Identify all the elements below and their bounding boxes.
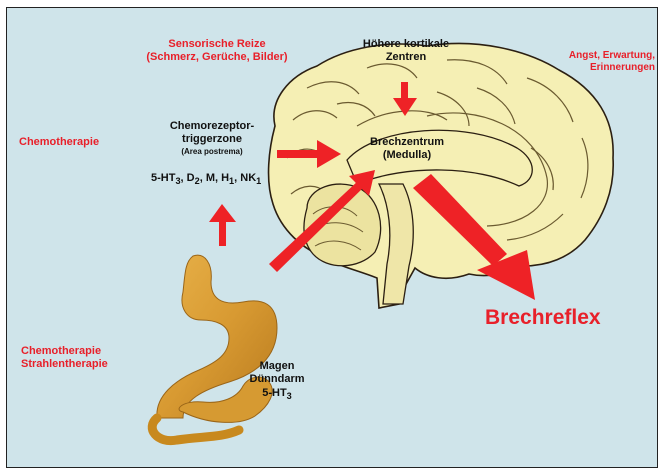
label-chemo-radiation: Chemotherapie Strahlentherapie xyxy=(21,345,108,372)
stomach-illustration xyxy=(152,255,277,440)
label-anxiety-line1: Angst, Erwartung, xyxy=(527,50,655,62)
diagram-frame: Sensorische Reize (Schmerz, Gerüche, Bil… xyxy=(6,7,658,468)
label-vomiting-center: Brechzentrum (Medulla) xyxy=(347,136,467,163)
label-intestine-line: Dünndarm xyxy=(239,373,315,386)
label-area-postrema: (Area postrema) xyxy=(149,147,275,157)
brain-illustration xyxy=(269,43,614,308)
label-ctz-line2: triggerzone xyxy=(149,133,275,146)
receptor-nk: , NK xyxy=(234,172,256,184)
receptor-stomach-5ht-sub: 3 xyxy=(287,391,292,401)
receptor-m-h: , M, H xyxy=(200,172,229,184)
label-vomiting-center-line1: Brechzentrum xyxy=(347,136,467,149)
label-stomach-line: Magen xyxy=(239,360,315,373)
label-higher-cortical-centers: Höhere kortikale Zentren xyxy=(341,38,471,65)
label-radiation-line: Strahlentherapie xyxy=(21,358,108,371)
receptor-d: , D xyxy=(181,172,195,184)
diagram-artwork xyxy=(7,8,658,468)
label-anxiety-expectation: Angst, Erwartung, Erinnerungen xyxy=(527,50,655,74)
label-sensory-line2: (Schmerz, Gerüche, Bilder) xyxy=(127,51,307,64)
label-higher-line1: Höhere kortikale xyxy=(341,38,471,51)
label-sensory-stimuli: Sensorische Reize (Schmerz, Gerüche, Bil… xyxy=(127,38,307,65)
label-sensory-line1: Sensorische Reize xyxy=(127,38,307,51)
receptor-5ht: 5-HT xyxy=(151,172,175,184)
label-vomiting-center-line2: (Medulla) xyxy=(347,149,467,162)
label-vomiting-reflex: Brechreflex xyxy=(485,306,601,330)
arrow-stomach-to-ctz xyxy=(209,204,236,246)
label-stomach-receptor: 5-HT3 xyxy=(239,387,315,402)
label-chemoreceptor-trigger-zone: Chemorezeptor- triggerzone (Area postrem… xyxy=(149,120,275,157)
receptor-nk-sub: 1 xyxy=(256,176,261,186)
label-anxiety-line2: Erinnerungen xyxy=(527,62,655,74)
label-ctz-line1: Chemorezeptor- xyxy=(149,120,275,133)
receptor-stomach-5ht: 5-HT xyxy=(262,387,286,399)
label-stomach-intestine: Magen Dünndarm 5-HT3 xyxy=(239,360,315,402)
label-higher-line2: Zentren xyxy=(341,51,471,64)
label-ctz-receptors: 5-HT3, D2, M, H1, NK1 xyxy=(151,172,261,187)
label-chemotherapy-top: Chemotherapie xyxy=(19,136,99,149)
label-chemo-line: Chemotherapie xyxy=(21,345,108,358)
